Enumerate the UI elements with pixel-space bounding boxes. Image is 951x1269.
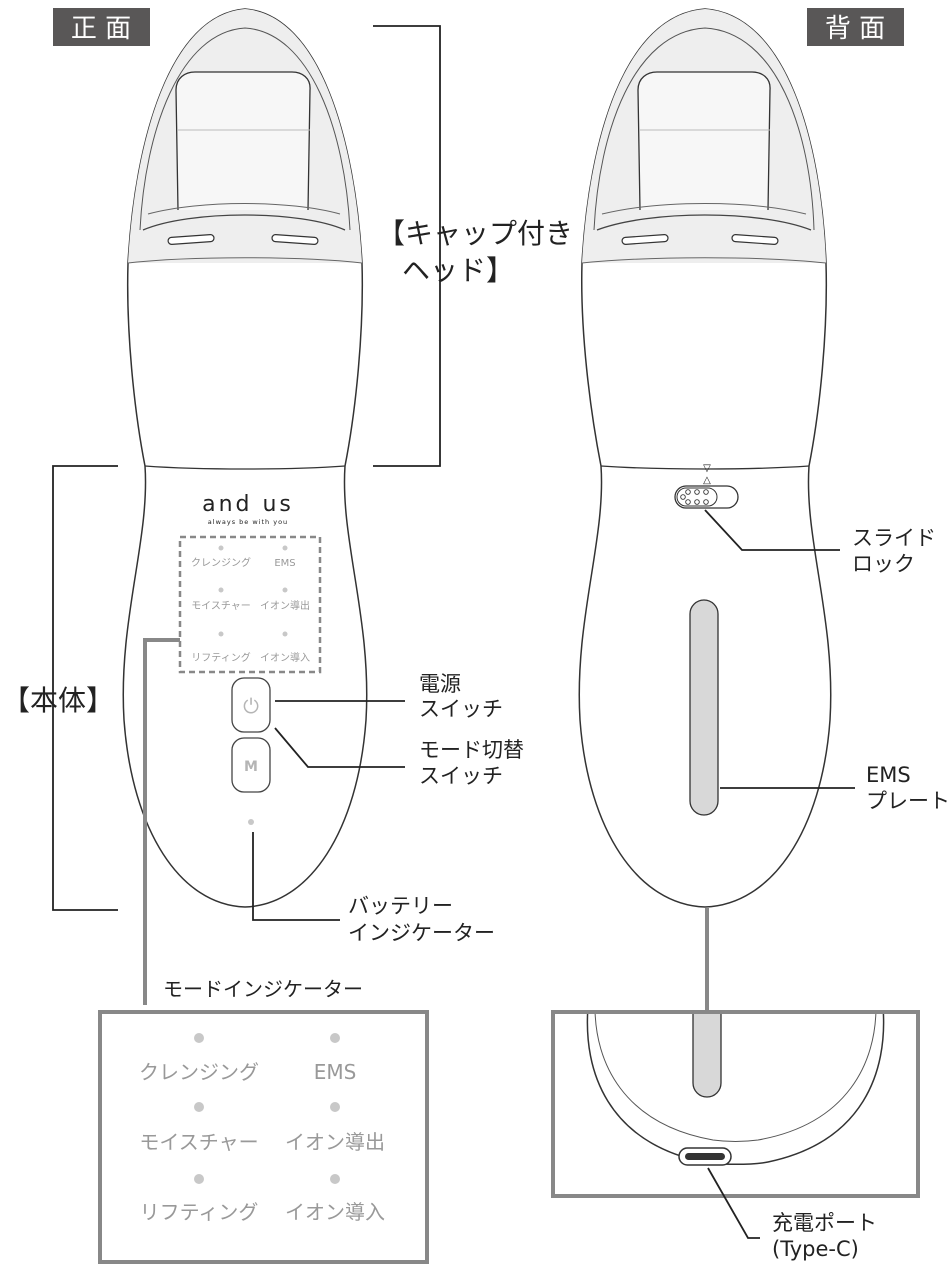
mode-label-ion-out: イオン導出 <box>285 1130 385 1154</box>
lock-arrow-bottom: △ <box>703 475 711 486</box>
battery-label-2: インジケーター <box>348 921 495 945</box>
led <box>194 1102 204 1112</box>
back-collar-1 <box>596 214 812 231</box>
front-mode-label: モイスチャー <box>191 600 251 612</box>
led <box>218 631 224 637</box>
back-cap-inner <box>593 27 815 231</box>
front-mode-label: イオン導出 <box>260 599 310 612</box>
mode-switch-label-1: モード切替 <box>419 738 524 762</box>
power-button[interactable] <box>231 677 271 733</box>
body-label: 【本体】 <box>2 684 114 717</box>
mode-button[interactable] <box>231 737 271 793</box>
back-collar-2 <box>601 203 807 215</box>
back-waist-line <box>600 465 810 470</box>
mode-label-cleansing: クレンジング <box>139 1060 259 1084</box>
front-indicator-panel <box>178 535 322 674</box>
led <box>282 545 288 551</box>
cap-bracket <box>373 25 441 467</box>
front-mode-label: クレンジング <box>191 556 251 569</box>
mode-indicator-leds <box>194 1033 340 1184</box>
front-mode-label: EMS <box>274 558 295 569</box>
front-head-pad <box>175 71 311 211</box>
back-vent-right <box>731 234 779 245</box>
front-vent-left <box>167 234 215 245</box>
slide-lock-grip <box>680 489 709 505</box>
brand-tagline: always be with you <box>208 518 288 526</box>
led <box>218 545 224 551</box>
back-badge <box>807 8 904 46</box>
mode-indicator-title: モードインジケーター <box>163 977 363 1001</box>
mode-switch-label-2: スイッチ <box>419 764 503 788</box>
front-view: 正 面 and us always be with you クレン <box>2 8 573 1005</box>
back-cap-bottom <box>581 257 827 264</box>
front-badge <box>53 8 150 46</box>
body-bracket <box>52 465 118 911</box>
front-vent-right <box>271 234 319 245</box>
slide-lock-leader <box>704 509 840 551</box>
front-collar-1 <box>142 214 346 231</box>
front-badge-text: 正 面 <box>71 14 131 44</box>
led <box>330 1174 340 1184</box>
cap-label-line1: 【キャップ付き <box>377 217 573 250</box>
indicator-leader <box>143 638 180 1005</box>
power-switch-label-2: スイッチ <box>419 697 503 721</box>
led <box>282 631 288 637</box>
front-indicator-leds <box>218 545 288 637</box>
led <box>194 1174 204 1184</box>
battery-label-1: バッテリー <box>348 894 453 918</box>
back-vent-left <box>621 234 669 245</box>
battery-led <box>248 819 254 825</box>
mode-label-ion-in: イオン導入 <box>285 1200 385 1224</box>
zoom-body-outline <box>586 1012 885 1165</box>
mode-indicator-box <box>98 1010 429 1264</box>
mode-label-ems: EMS <box>314 1060 357 1084</box>
led <box>330 1033 340 1043</box>
charge-port-label-1: 充電ポート <box>772 1211 877 1235</box>
mode-leader <box>274 727 405 768</box>
zoom-ems-plate <box>692 1012 722 1098</box>
zoom-body-inner <box>594 1012 877 1142</box>
power-switch-label-1: 電源 <box>419 672 461 696</box>
brand-logo: and us <box>202 492 294 517</box>
mode-label-lifting: リフティング <box>140 1200 259 1224</box>
slide-lock-label-1: スライド <box>852 526 936 550</box>
lock-arrow-top: ▽ <box>703 463 711 474</box>
mode-button-glyph: M <box>244 759 258 775</box>
ems-plate-label-2: プレート <box>866 789 950 813</box>
back-head-pad <box>637 71 771 211</box>
mode-indicator-detail: モードインジケーター クレンジング EMS モイスチャー イオン導出 リフティン… <box>98 977 429 1264</box>
front-mode-label: リフティング <box>191 651 250 664</box>
led <box>218 587 224 593</box>
charge-port-label-2: (Type-C) <box>772 1237 859 1261</box>
mode-label-moisture: モイスチャー <box>139 1130 258 1154</box>
zoom-box-frame <box>551 1010 920 1198</box>
power-icon: ⏻ <box>243 694 259 718</box>
cap-label-line2: ヘッド】 <box>402 254 514 287</box>
back-badge-text: 背 面 <box>825 14 885 44</box>
led <box>282 587 288 593</box>
usb-c-port-inner <box>685 1153 725 1160</box>
front-waist-line <box>144 465 346 470</box>
front-collar-2 <box>147 203 341 215</box>
charge-zoom-box <box>586 1012 885 1166</box>
front-cap-inner <box>139 27 351 231</box>
slide-lock-knob <box>676 487 718 507</box>
ems-plate <box>689 599 719 816</box>
charge-port-leader <box>707 1167 760 1239</box>
led <box>194 1033 204 1043</box>
slide-lock-label-2: ロック <box>852 552 915 576</box>
back-view: 背 面 ▽ △ スライド ロック EMS プレート <box>551 8 950 1261</box>
front-cap-bottom <box>127 257 363 264</box>
battery-leader <box>252 832 340 921</box>
front-mode-label: イオン導入 <box>260 651 310 664</box>
led <box>330 1102 340 1112</box>
ems-plate-label-1: EMS <box>866 763 911 787</box>
